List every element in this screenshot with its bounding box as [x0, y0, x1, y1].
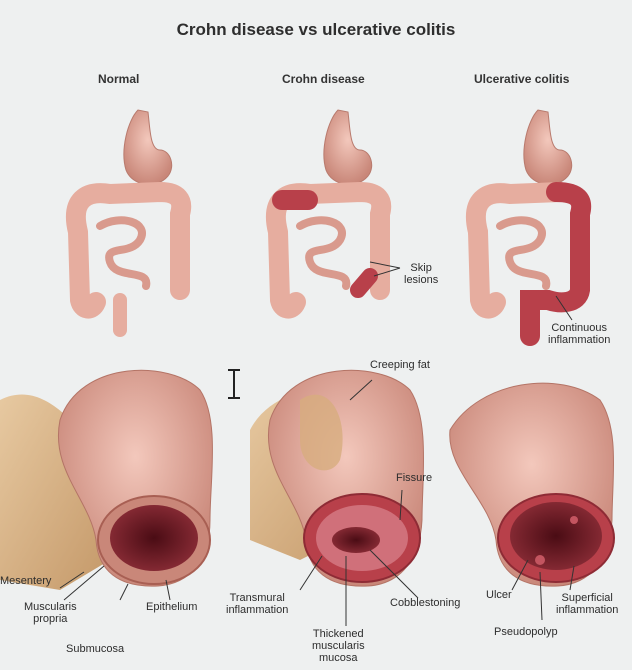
gi-tract-crohn: [266, 109, 401, 319]
narrow-lumen: [332, 527, 380, 553]
stomach: [123, 109, 173, 185]
label-pseudopolyp: Pseudopolyp: [494, 626, 558, 638]
column-heading-crohn: Crohn disease: [282, 72, 365, 86]
small-intestine: [96, 216, 151, 290]
ulcerated-lumen: [510, 502, 602, 570]
continuous-inflammation-segment: [520, 182, 592, 346]
label-epithelium: Epithelium: [146, 601, 198, 613]
column-heading-normal: Normal: [98, 72, 140, 86]
gi-tract-normal: [66, 109, 192, 337]
column-heading-uc: Ulcerative colitis: [474, 72, 570, 86]
diagram-title: Crohn disease vs ulcerative colitis: [176, 20, 456, 39]
label-ulcer: Ulcer: [486, 589, 512, 601]
label-creeping-fat: Creeping fat: [370, 359, 430, 371]
skip-lesion-2: [350, 268, 378, 298]
cross-section-uc: [449, 382, 615, 621]
colon-lumen: [110, 505, 198, 571]
label-mesentery: Mesentery: [0, 575, 52, 587]
label-fissure: Fissure: [396, 472, 433, 484]
label-cobblestoning: Cobblestoning: [390, 597, 461, 609]
colon: [66, 181, 192, 319]
label-submucosa: Submucosa: [66, 643, 125, 655]
text-cursor-icon: [228, 369, 240, 399]
cross-section-normal: [0, 369, 213, 601]
gi-tract-uc: [466, 109, 592, 346]
pseudopolyp-dot: [535, 555, 545, 565]
cross-section-crohn: [250, 369, 425, 626]
